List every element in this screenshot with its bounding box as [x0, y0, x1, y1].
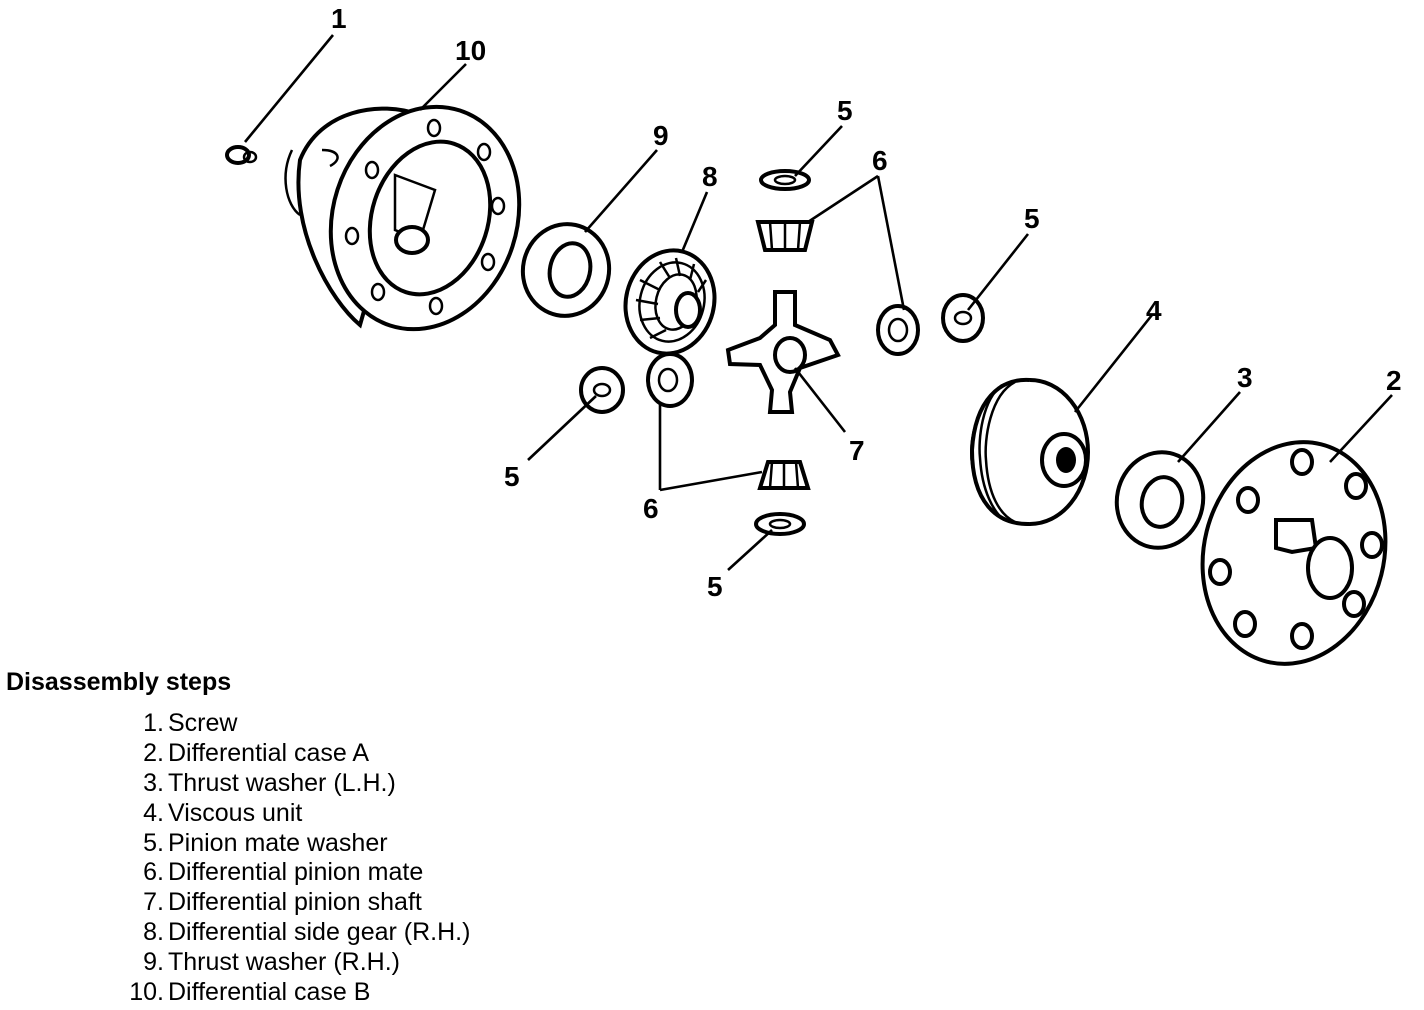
step-item: 4.Viscous unit — [100, 798, 470, 828]
step-label: Pinion mate washer — [168, 828, 388, 857]
step-label: Viscous unit — [168, 798, 303, 827]
step-item: 7.Differential pinion shaft — [100, 888, 470, 918]
step-label: Differential case A — [168, 739, 370, 768]
differential-side-gear-rh-part — [623, 248, 717, 356]
step-number: 8. — [143, 917, 164, 946]
callout-3: 3 — [1237, 362, 1253, 393]
differential-pinion-shaft-part — [725, 290, 841, 414]
step-item: 8.Differential side gear (R.H.) — [100, 918, 470, 948]
pinion-mate-right-part — [876, 304, 920, 356]
step-number: 6. — [143, 858, 164, 887]
step-item: 1.Screw — [100, 709, 470, 739]
step-item: 6.Differential pinion mate — [100, 858, 470, 888]
callout-5-right: 5 — [1024, 203, 1040, 234]
step-item: 9.Thrust washer (R.H.) — [100, 947, 470, 977]
step-number: 9. — [143, 947, 164, 976]
differential-case-a-part — [1200, 440, 1388, 666]
callout-5-top: 5 — [837, 95, 853, 126]
pinion-mate-washer-right-part — [941, 293, 985, 343]
step-label: Differential pinion shaft — [168, 888, 422, 917]
disassembly-steps-title: Disassembly steps — [6, 668, 232, 696]
step-label: Thrust washer (L.H.) — [168, 768, 396, 797]
thrust-washer-lh-part — [1114, 450, 1206, 550]
step-number: 5. — [143, 828, 164, 857]
callout-5-bottom: 5 — [707, 571, 723, 602]
step-number: 3. — [143, 768, 164, 797]
exploded-view-diagram: 1 10 9 8 5 6 5 4 3 2 5 7 6 5 — [225, 3, 1402, 666]
callout-2: 2 — [1386, 365, 1402, 396]
step-item: 10.Differential case B — [100, 977, 470, 1007]
viscous-unit-part — [969, 377, 1090, 527]
step-label: Differential case B — [168, 977, 371, 1006]
step-item: 2.Differential case A — [100, 739, 470, 769]
screw-part — [225, 145, 258, 165]
step-number: 4. — [143, 798, 164, 827]
callout-1: 1 — [331, 3, 347, 34]
step-label: Thrust washer (R.H.) — [168, 947, 400, 976]
callout-4: 4 — [1146, 295, 1162, 326]
callout-6-bottom: 6 — [643, 493, 659, 524]
pinion-mate-washer-bottom-part — [754, 512, 806, 536]
step-number: 10. — [129, 977, 164, 1006]
callout-10: 10 — [455, 35, 486, 66]
callout-8: 8 — [702, 161, 718, 192]
callout-5-left: 5 — [504, 461, 520, 492]
step-label: Differential side gear (R.H.) — [168, 917, 471, 946]
pinion-mate-bottom-part — [757, 460, 811, 490]
pinion-mate-top-part — [755, 220, 815, 252]
step-label: Differential pinion mate — [168, 858, 424, 887]
step-label: Screw — [168, 709, 238, 738]
callout-7: 7 — [849, 435, 865, 466]
disassembly-steps-list: 1.Screw 2.Differential case A 3.Thrust w… — [100, 709, 470, 1007]
pinion-mate-washer-top-part — [759, 169, 811, 191]
thrust-washer-rh-part — [520, 222, 612, 318]
step-number: 2. — [143, 739, 164, 768]
step-item: 3.Thrust washer (L.H.) — [100, 769, 470, 799]
pinion-mate-left-part — [646, 352, 694, 408]
differential-case-b-part — [284, 104, 522, 332]
step-number: 7. — [143, 888, 164, 917]
step-item: 5.Pinion mate washer — [100, 828, 470, 858]
callout-9: 9 — [653, 120, 669, 151]
step-number: 1. — [143, 709, 164, 738]
leader-lines — [243, 34, 1393, 571]
callout-6-top: 6 — [872, 145, 888, 176]
